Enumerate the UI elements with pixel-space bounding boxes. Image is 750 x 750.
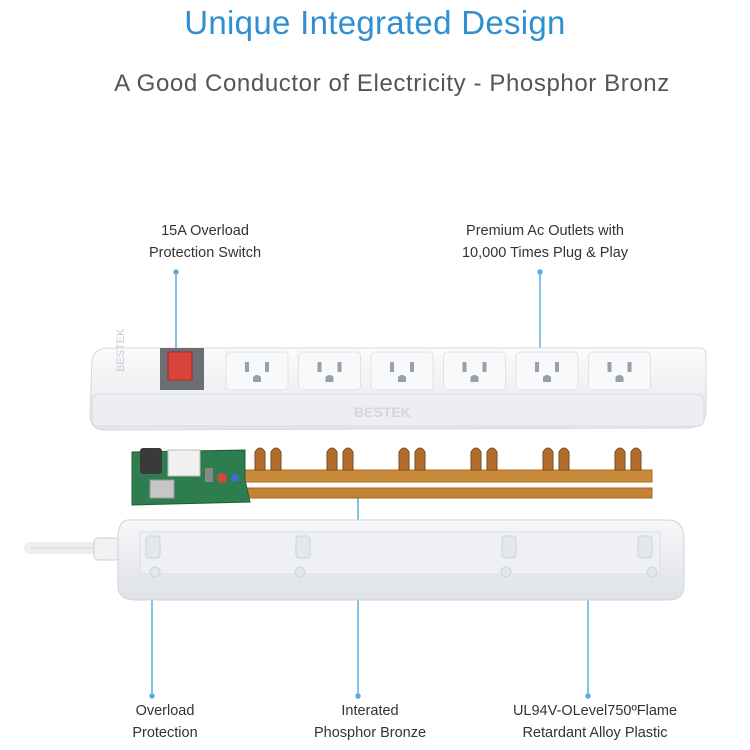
callout-overload: Overload Protection xyxy=(70,700,260,744)
relay xyxy=(167,449,201,477)
callout-bronze-line2: Phosphor Bronze xyxy=(313,725,427,741)
ac-outlet xyxy=(298,351,361,391)
callout-switch-line2: Protection Switch xyxy=(148,245,262,261)
brand-logo-side: BESTEK xyxy=(115,328,127,372)
bronze-contact-clip xyxy=(542,447,554,471)
bronze-contact-clip xyxy=(398,447,410,471)
callout-plastic: UL94V-OLevel750ºFlame Retardant Alloy Pl… xyxy=(470,700,720,744)
bronze-contact-clip xyxy=(342,447,354,471)
callout-plastic-line1: UL94V-OLevel750ºFlame xyxy=(512,703,678,719)
outlets xyxy=(225,351,651,391)
pcb-board xyxy=(131,448,251,506)
bronze-contact-clip xyxy=(630,447,642,471)
ac-outlet xyxy=(370,351,434,391)
callout-bronze: Interated Phosphor Bronze xyxy=(270,700,470,744)
callout-bronze-line1: Interated xyxy=(341,703,399,719)
bronze-contact-clip xyxy=(470,447,482,471)
callout-switch: 15A Overload Protection Switch xyxy=(110,220,300,264)
ac-outlet xyxy=(588,351,651,391)
page-subtitle: A Good Conductor of Electricity - Phosph… xyxy=(114,70,670,97)
bronze-contact-clip xyxy=(270,447,282,471)
callout-switch-line1: 15A Overload xyxy=(161,223,249,239)
capacitor xyxy=(140,448,162,474)
base-tray xyxy=(117,519,685,601)
ac-outlet xyxy=(225,351,289,391)
bronze-contact-clip xyxy=(254,447,266,471)
top-cover: BESTEK BESTEK xyxy=(89,328,707,431)
power-cord xyxy=(24,537,121,561)
bronze-contact-clip xyxy=(414,447,426,471)
bronze-bus-bars xyxy=(241,447,653,499)
callout-outlets-line2: 10,000 Times Plug & Play xyxy=(461,245,629,261)
bronze-contact-clip xyxy=(486,447,498,471)
callout-plastic-line2: Retardant Alloy Plastic xyxy=(522,725,668,741)
ac-outlet xyxy=(515,351,579,391)
bronze-contact-clip xyxy=(558,447,570,471)
bronze-contact-clip xyxy=(326,447,338,471)
bronze-contact-clip xyxy=(614,447,626,471)
page-title: Unique Integrated Design xyxy=(184,4,566,41)
callout-overload-line1: Overload xyxy=(135,703,195,719)
brand-logo-front: BESTEK xyxy=(354,404,411,420)
callout-overload-line2: Protection xyxy=(132,725,198,741)
callout-outlets-line1: Premium Ac Outlets with xyxy=(466,223,624,239)
overload-switch xyxy=(167,351,193,381)
callout-outlets: Premium Ac Outlets with 10,000 Times Plu… xyxy=(430,220,660,264)
ac-outlet xyxy=(443,351,506,391)
